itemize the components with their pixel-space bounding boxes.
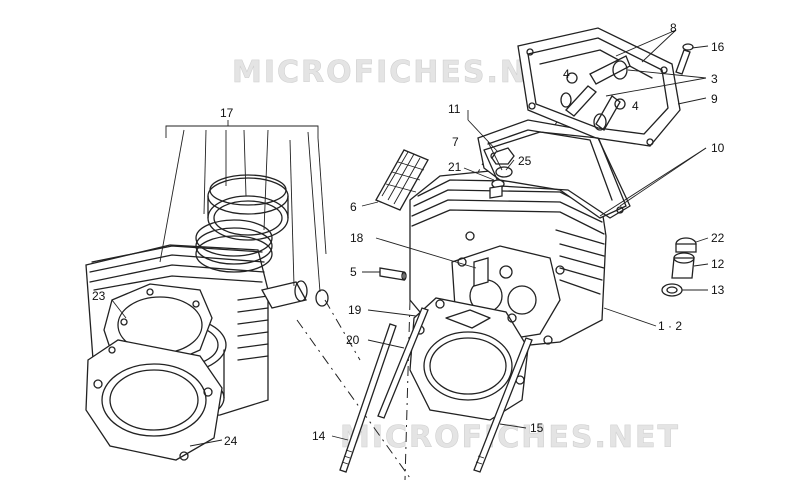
- callout-11: 11: [448, 102, 461, 116]
- cylinder-gasket-lower: [85, 339, 223, 461]
- callout-21: 21: [448, 160, 462, 174]
- callout-23: 23: [92, 289, 106, 303]
- callout-17: 17: [220, 106, 234, 120]
- callout-19: 19: [348, 303, 362, 317]
- callout-8: 8: [670, 21, 677, 35]
- callout-12: 12: [711, 257, 725, 271]
- callout-24: 24: [224, 434, 238, 448]
- callout-7: 7: [452, 135, 459, 149]
- callout-14: 14: [312, 429, 326, 443]
- rocker-cover: [517, 27, 681, 147]
- cylinder-head-gasket: [409, 297, 529, 421]
- watermark-top: MICROFICHES.NET: [232, 55, 572, 90]
- callout-labels: 8 16 3 9 10 4 4 11 25 7 21 6 18 5 19 20 …: [92, 21, 725, 448]
- spacer-set: [661, 237, 697, 297]
- insert-stud: [473, 257, 489, 287]
- leader-lines: [111, 29, 709, 447]
- callout-4-left: 4: [563, 67, 570, 81]
- cover-screw: [675, 43, 694, 75]
- callout-16: 16: [711, 40, 725, 54]
- callout-9: 9: [711, 92, 718, 106]
- callout-4-right: 4: [632, 99, 639, 113]
- callout-6: 6: [350, 200, 357, 214]
- callout-13: 13: [711, 283, 725, 297]
- filter-element: [375, 149, 429, 211]
- callout-3: 3: [711, 72, 718, 86]
- callout-22: 22: [711, 231, 725, 245]
- callout-20: 20: [346, 333, 360, 347]
- callout-1-2: 1 · 2: [658, 319, 682, 333]
- callout-18: 18: [350, 231, 364, 245]
- callout-15: 15: [530, 421, 544, 435]
- callout-25: 25: [518, 154, 532, 168]
- callout-10: 10: [711, 141, 725, 155]
- dowel-pin: [379, 267, 407, 281]
- bracket-17: [159, 120, 327, 293]
- callout-5: 5: [350, 265, 357, 279]
- studs: [339, 307, 533, 473]
